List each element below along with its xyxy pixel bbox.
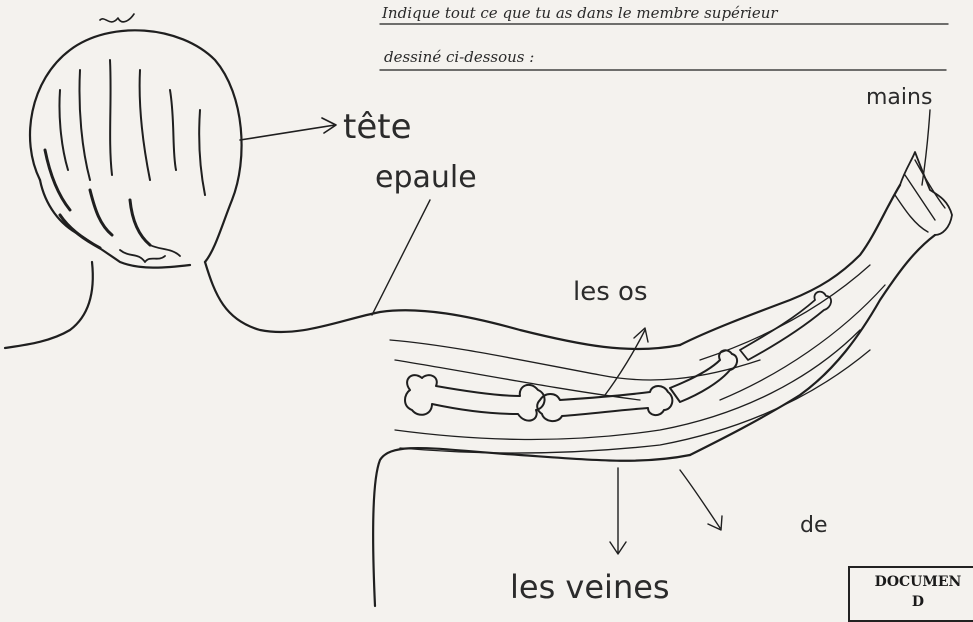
instruction-line-1: Indique tout ce que tu as dans le membre…: [381, 4, 778, 22]
body-outline: [5, 262, 690, 606]
instruction-line-2: dessiné ci-dessous :: [384, 48, 534, 66]
label-os: les os: [573, 277, 647, 307]
bones-drawing: [405, 292, 831, 421]
arm-outline: [390, 152, 952, 455]
annotation-arrows: [240, 110, 930, 554]
label-mains: mains: [866, 85, 932, 110]
label-epaule: epaule: [375, 160, 477, 195]
head-drawing: [30, 14, 242, 268]
label-de: de: [800, 513, 828, 538]
label-veines: les veines: [510, 568, 670, 606]
instruction: Indique tout ce que tu as dans le membre…: [380, 4, 948, 70]
document-letter: D: [850, 594, 973, 610]
label-tete: tête: [343, 107, 412, 147]
document-title: DOCUMEN: [850, 574, 973, 590]
